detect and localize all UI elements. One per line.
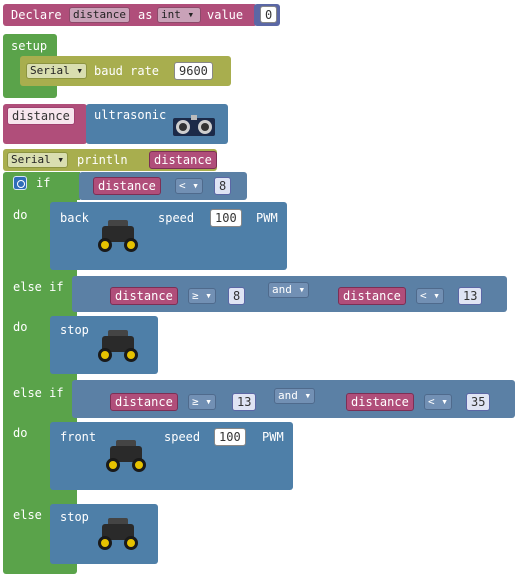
compare-3a-op-value: ≥ bbox=[192, 395, 199, 408]
setup-label: setup bbox=[11, 39, 48, 53]
back-speed-value[interactable]: 100 bbox=[210, 209, 242, 227]
compare-1-value[interactable]: 8 bbox=[214, 177, 232, 195]
back-block[interactable]: back speed 100 PWM bbox=[50, 202, 287, 270]
declare-block[interactable]: Declare distance as int ▾ value bbox=[3, 4, 257, 26]
dropdown-arrow-icon: ▾ bbox=[57, 153, 64, 166]
compare-1-op-value: < bbox=[179, 179, 186, 192]
do-label-3: do bbox=[13, 426, 28, 440]
front-speed-label: speed bbox=[164, 430, 201, 444]
compare-2a-var[interactable]: distance bbox=[110, 287, 178, 305]
declare-type-value: int bbox=[161, 8, 181, 21]
dropdown-arrow-icon: ▾ bbox=[76, 64, 83, 77]
compare-block-1[interactable]: distance < ▾ 8 bbox=[79, 172, 247, 200]
compare-3a-value[interactable]: 13 bbox=[232, 393, 257, 411]
compare-2b-op[interactable]: < ▾ bbox=[416, 288, 444, 304]
logic-2-op-value: and bbox=[272, 283, 292, 296]
dropdown-arrow-icon: ▾ bbox=[192, 179, 199, 192]
robot-car-icon bbox=[104, 440, 150, 474]
do-label-1: do bbox=[13, 208, 28, 222]
logic-block-3[interactable]: distance ≥ ▾ 13 and ▾ distance < ▾ 35 bbox=[72, 380, 515, 418]
baud-rate-label: baud rate bbox=[94, 64, 160, 78]
robot-car-icon bbox=[96, 518, 142, 552]
dropdown-arrow-icon: ▾ bbox=[205, 395, 212, 408]
back-unit-label: PWM bbox=[256, 211, 278, 225]
declare-type-dropdown[interactable]: int ▾ bbox=[157, 7, 201, 23]
println-port-dropdown[interactable]: Serial ▾ bbox=[7, 152, 68, 168]
compare-1-op[interactable]: < ▾ bbox=[175, 178, 203, 194]
dropdown-arrow-icon: ▾ bbox=[441, 395, 448, 408]
declare-value-label: value bbox=[207, 8, 244, 22]
println-port-value: Serial bbox=[11, 153, 51, 166]
compare-3a-var[interactable]: distance bbox=[110, 393, 178, 411]
declare-label: Declare bbox=[11, 8, 62, 22]
stop-label-1: stop bbox=[60, 323, 89, 337]
serial-begin-block[interactable]: Serial ▾ baud rate 9600 bbox=[20, 56, 231, 86]
compare-2b-value[interactable]: 13 bbox=[458, 287, 483, 305]
declare-var-name[interactable]: distance bbox=[69, 7, 130, 23]
compare-2a-op-value: ≥ bbox=[192, 289, 199, 302]
compare-3b-op-value: < bbox=[428, 395, 435, 408]
front-speed-value[interactable]: 100 bbox=[214, 428, 246, 446]
back-label: back bbox=[60, 211, 89, 225]
dropdown-arrow-icon: ▾ bbox=[433, 289, 440, 302]
compare-2a-op[interactable]: ≥ ▾ bbox=[188, 288, 216, 304]
compare-2b-op-value: < bbox=[420, 289, 427, 302]
logic-block-2[interactable]: distance ≥ ▾ 8 and ▾ distance < ▾ 13 bbox=[72, 276, 507, 312]
compare-3b-op[interactable]: < ▾ bbox=[424, 394, 452, 410]
compare-3b-var[interactable]: distance bbox=[346, 393, 414, 411]
compare-1-var[interactable]: distance bbox=[93, 177, 161, 195]
front-block[interactable]: front speed 100 PWM bbox=[50, 422, 293, 490]
compare-3b-value[interactable]: 35 bbox=[466, 393, 491, 411]
logic-3-op-value: and bbox=[278, 389, 298, 402]
baud-rate-value[interactable]: 9600 bbox=[174, 62, 213, 80]
compare-2a-value[interactable]: 8 bbox=[228, 287, 246, 305]
stop-label-2: stop bbox=[60, 510, 89, 524]
ultrasonic-block[interactable]: ultrasonic bbox=[86, 104, 228, 144]
robot-car-icon bbox=[96, 220, 142, 254]
declare-initial-value[interactable]: 0 bbox=[260, 6, 278, 23]
dropdown-arrow-icon: ▾ bbox=[187, 8, 195, 21]
println-label: println bbox=[77, 153, 128, 167]
stop-block-1[interactable]: stop bbox=[50, 316, 158, 374]
compare-3a-op[interactable]: ≥ ▾ bbox=[188, 394, 216, 410]
robot-car-icon bbox=[96, 330, 142, 364]
else-if-label-1: else if bbox=[13, 280, 64, 294]
else-if-label-2: else if bbox=[13, 386, 64, 400]
serial-port-value: Serial bbox=[30, 64, 70, 77]
declare-as-label: as bbox=[138, 8, 153, 22]
assign-block[interactable]: distance bbox=[3, 104, 87, 144]
back-speed-label: speed bbox=[158, 211, 195, 225]
println-block[interactable]: Serial ▾ println distance bbox=[3, 149, 217, 171]
dropdown-arrow-icon: ▾ bbox=[298, 283, 306, 296]
front-label: front bbox=[60, 430, 97, 444]
settings-gear-icon[interactable] bbox=[13, 176, 27, 190]
stop-block-2[interactable]: stop bbox=[50, 504, 158, 564]
do-label-2: do bbox=[13, 320, 28, 334]
assign-var-name[interactable]: distance bbox=[7, 107, 75, 125]
serial-port-dropdown[interactable]: Serial ▾ bbox=[26, 63, 87, 79]
declare-value-block[interactable]: 0 bbox=[254, 4, 280, 26]
logic-2-op[interactable]: and ▾ bbox=[268, 282, 310, 298]
front-unit-label: PWM bbox=[262, 430, 284, 444]
println-var-name[interactable]: distance bbox=[149, 151, 217, 169]
logic-3-op[interactable]: and ▾ bbox=[274, 388, 316, 404]
dropdown-arrow-icon: ▾ bbox=[205, 289, 212, 302]
if-header-bar bbox=[72, 172, 80, 200]
dropdown-arrow-icon: ▾ bbox=[304, 389, 312, 402]
else-label: else bbox=[13, 508, 42, 522]
ultrasonic-sensor-icon bbox=[173, 115, 215, 136]
ultrasonic-label: ultrasonic bbox=[94, 108, 167, 122]
if-label: if bbox=[36, 176, 51, 190]
compare-2b-var[interactable]: distance bbox=[338, 287, 406, 305]
